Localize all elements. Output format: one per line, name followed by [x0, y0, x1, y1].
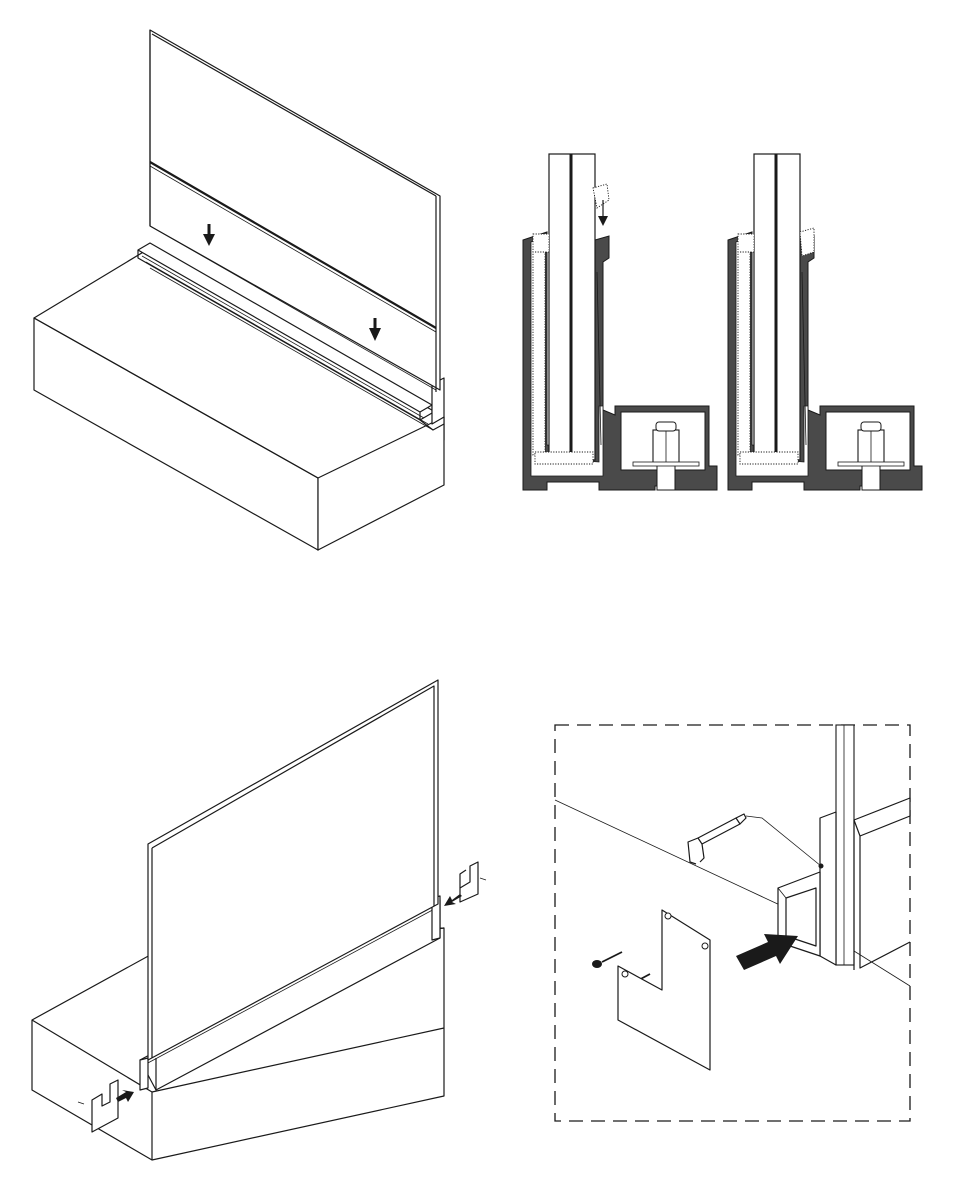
detail-profile — [777, 724, 911, 970]
bolt-icon — [861, 463, 881, 491]
screw-icon — [592, 951, 623, 968]
cross-section-figure — [505, 140, 925, 500]
end-cap-left-icon — [91, 1079, 119, 1133]
section-view-after — [727, 153, 923, 491]
end-cap-detail-figure — [550, 720, 920, 1130]
insert-arrow-icon — [736, 934, 798, 970]
down-arrow-icon — [598, 216, 608, 226]
glass-panel — [147, 679, 439, 1061]
detail-frame — [554, 724, 911, 1122]
end-cap-figure — [0, 660, 500, 1180]
glass-insertion-figure — [0, 0, 470, 560]
down-arrow-icon — [369, 318, 381, 341]
glass-panel — [149, 29, 441, 392]
section-view-before — [522, 153, 718, 491]
down-arrow-icon — [203, 224, 215, 246]
end-cap-plate — [617, 909, 711, 1071]
right-arrow-icon — [116, 1090, 134, 1102]
base-channel-profile — [139, 895, 441, 1091]
left-arrow-icon — [444, 894, 462, 906]
sealant-gun-icon — [687, 813, 822, 867]
concrete-base-block — [33, 247, 445, 551]
end-cap-right-icon — [459, 861, 479, 903]
bolt-icon — [656, 463, 676, 491]
